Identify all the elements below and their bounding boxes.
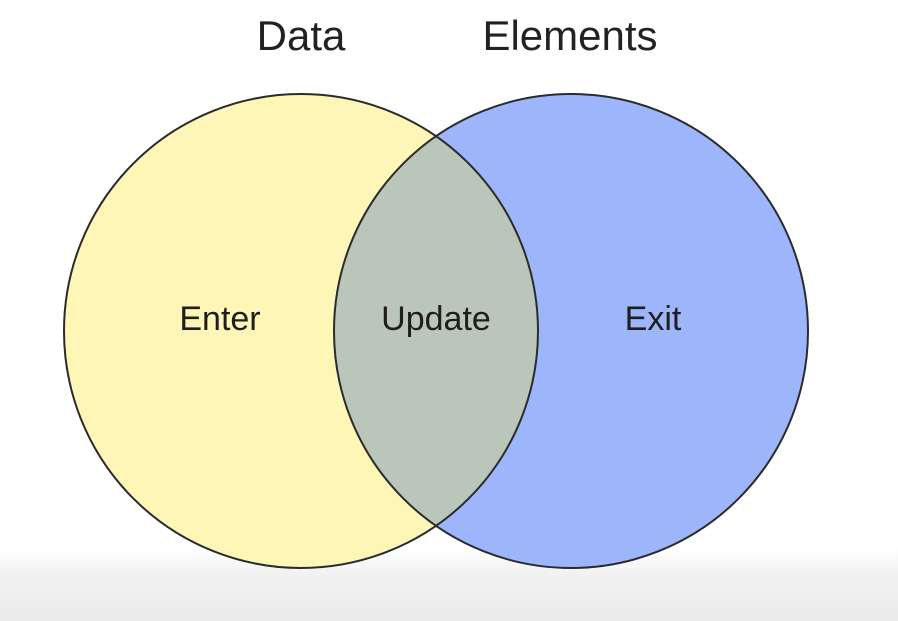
overlap-region [334, 94, 538, 568]
data-set-outline [63, 93, 539, 569]
data-set-title: Data [257, 12, 346, 59]
elements-set-title: Elements [482, 12, 657, 59]
update-region-label: Update [381, 300, 491, 338]
enter-region-label: Enter [179, 300, 260, 338]
exit-region-label: Exit [625, 300, 682, 338]
elements-set-outline [333, 93, 809, 569]
